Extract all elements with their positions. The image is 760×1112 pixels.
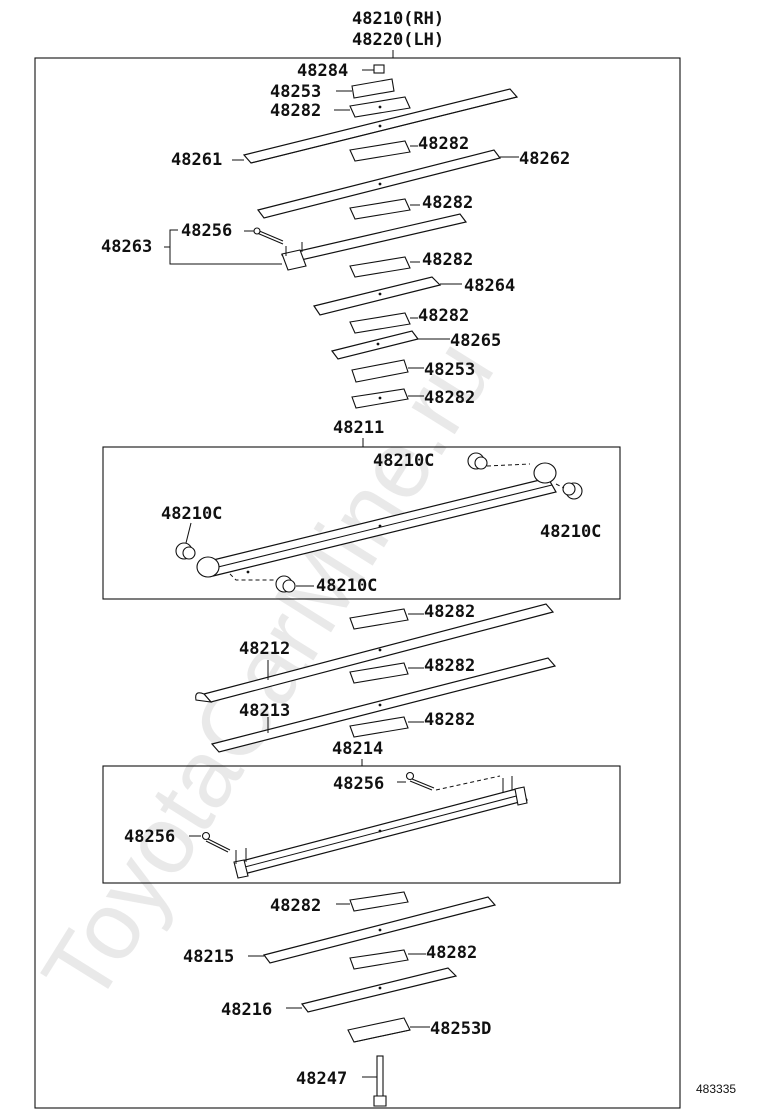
label-48282-a: 48282	[270, 101, 321, 121]
label-48215: 48215	[183, 947, 234, 967]
label-48213: 48213	[239, 701, 290, 721]
leaf-48216[interactable]	[286, 967, 458, 1013]
label-48256-b: 48256	[333, 774, 384, 794]
assembly-frame	[34, 57, 681, 1109]
label-48256-c: 48256	[124, 827, 175, 847]
bolt-48256-b[interactable]	[397, 771, 501, 791]
label-48282-b: 48282	[418, 134, 469, 154]
pad-48282-d[interactable]	[349, 256, 420, 278]
nut-48284[interactable]	[362, 64, 385, 74]
label-48210c-c: 48210C	[161, 504, 222, 524]
label-48282-d: 48282	[422, 250, 473, 270]
block-48253-top[interactable]	[336, 78, 395, 99]
leaf-48263[interactable]	[280, 213, 468, 271]
label-48282-i: 48282	[424, 710, 475, 730]
main-leaf-48211[interactable]	[196, 462, 557, 578]
bushing-48210c-c[interactable]	[175, 522, 196, 560]
reference-code: 483335	[696, 1082, 736, 1096]
label-48214: 48214	[332, 739, 383, 759]
pad-48282-e[interactable]	[349, 312, 418, 334]
pad-48282-f[interactable]	[351, 388, 424, 409]
label-48282-e: 48282	[418, 306, 469, 326]
pad-48282-i[interactable]	[349, 716, 424, 738]
pad-48282-a[interactable]	[334, 96, 411, 118]
label-48210c-a: 48210C	[373, 451, 434, 471]
label-48210c-d: 48210C	[316, 576, 377, 596]
label-48282-k: 48282	[426, 943, 477, 963]
label-48282-h: 48282	[424, 656, 475, 676]
label-48247: 48247	[296, 1069, 347, 1089]
block-48253-mid[interactable]	[351, 359, 424, 383]
title-lh: 48220(LH)	[352, 30, 444, 50]
label-48282-f: 48282	[424, 388, 475, 408]
label-48282-c: 48282	[422, 193, 473, 213]
pad-48282-k[interactable]	[349, 949, 426, 970]
label-48212: 48212	[239, 639, 290, 659]
label-48282-j: 48282	[270, 896, 321, 916]
label-48253-top: 48253	[270, 82, 321, 102]
bushing-48210c-a[interactable]	[467, 452, 531, 470]
block-48253d[interactable]	[347, 1017, 430, 1043]
title-rh: 48210(RH)	[352, 9, 444, 29]
pad-48282-c[interactable]	[349, 198, 420, 220]
pad-48282-j[interactable]	[336, 891, 409, 912]
label-48256-a: 48256	[181, 221, 232, 241]
leaf-48262[interactable]	[256, 149, 519, 219]
pad-48282-b[interactable]	[349, 140, 418, 162]
bolt-48256-a[interactable]	[244, 227, 284, 245]
label-48284: 48284	[297, 61, 348, 81]
leaf-48213[interactable]	[210, 657, 557, 753]
label-48216: 48216	[221, 1000, 272, 1020]
bolt-48256-c[interactable]	[189, 831, 231, 853]
label-48282-g: 48282	[424, 602, 475, 622]
pad-48282-h[interactable]	[349, 662, 424, 684]
label-48253-mid: 48253	[424, 360, 475, 380]
bushing-48210c-d[interactable]	[229, 573, 314, 593]
leaf-48264[interactable]	[313, 276, 462, 316]
leaf-48265[interactable]	[330, 330, 450, 360]
group-48214-frame	[102, 765, 621, 884]
label-48265: 48265	[450, 331, 501, 351]
label-48261: 48261	[171, 150, 222, 170]
bushing-48210c-b[interactable]	[555, 482, 583, 500]
leaf-48214[interactable]	[233, 776, 528, 879]
leaf-48212[interactable]	[195, 603, 555, 703]
label-48262: 48262	[519, 149, 570, 169]
leaf-48215[interactable]	[248, 896, 497, 964]
label-48211: 48211	[333, 418, 384, 438]
pad-48282-g[interactable]	[349, 608, 424, 630]
center-bolt-48247[interactable]	[362, 1055, 387, 1107]
leaf-48261[interactable]	[232, 88, 519, 164]
label-48210c-b: 48210C	[540, 522, 601, 542]
label-48253d: 48253D	[430, 1019, 491, 1039]
label-48264: 48264	[464, 276, 515, 296]
group-48211-frame	[102, 446, 621, 600]
label-48263: 48263	[101, 237, 152, 257]
